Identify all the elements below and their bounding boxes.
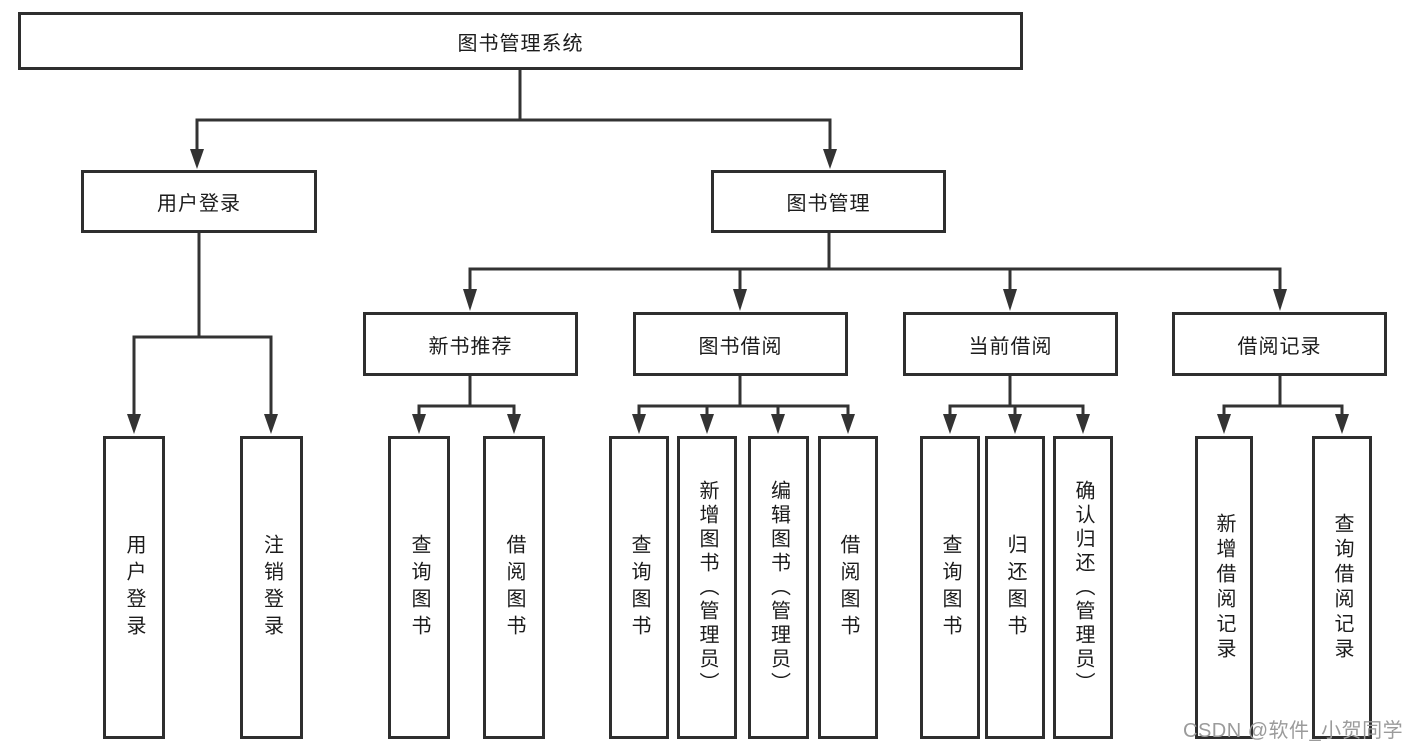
node-add-books-admin: 新增图书（管理员） [677,436,737,739]
node-query-books-3: 查询图书 [920,436,980,739]
node-query-books-2-label: 查询图书 [628,533,650,642]
node-leaf-logout-label: 注销登录 [260,533,283,642]
node-leaf-logout: 注销登录 [240,436,303,739]
node-current-borrowing: 当前借阅 [903,312,1118,376]
connector-current-borrowing-to-leaves [943,376,1090,434]
node-add-borrow-record: 新增借阅记录 [1195,436,1253,739]
node-add-borrow-record-label: 新增借阅记录 [1213,512,1235,663]
node-borrow-books-2-label: 借阅图书 [837,533,859,642]
node-query-books-2: 查询图书 [609,436,669,739]
node-confirm-return-admin: 确认归还（管理员） [1053,436,1113,739]
node-query-books-1-label: 查询图书 [408,533,430,642]
node-query-borrow-record-label: 查询借阅记录 [1331,512,1353,663]
node-edit-books-admin: 编辑图书（管理员） [748,436,809,739]
node-return-books-label: 归还图书 [1004,533,1026,642]
node-root-label: 图书管理系统 [457,32,584,55]
node-query-books-3-label: 查询图书 [939,533,961,642]
node-user-login-label: 用户登录 [157,193,241,215]
node-book-borrowing-label: 图书借阅 [698,335,783,358]
node-current-borrowing-label: 当前借阅 [968,335,1053,358]
node-book-management-label: 图书管理 [786,193,871,215]
node-borrow-books-1-label: 借阅图书 [503,533,525,642]
node-leaf-user-login: 用户登录 [103,436,165,739]
connector-root-to-level2 [190,68,837,169]
node-borrow-books-2: 借阅图书 [818,436,878,739]
connector-borrowing-records-to-leaves [1217,376,1349,434]
node-book-management: 图书管理 [711,170,946,233]
node-new-book-recommend: 新书推荐 [363,312,578,376]
node-book-borrowing: 图书借阅 [633,312,848,376]
node-query-books-1: 查询图书 [388,436,450,739]
node-leaf-user-login-label: 用户登录 [123,533,145,642]
node-borrow-books-1: 借阅图书 [483,436,545,739]
node-return-books: 归还图书 [985,436,1045,739]
node-edit-books-admin-label: 编辑图书（管理员） [767,479,790,696]
node-confirm-return-admin-label: 确认归还（管理员） [1072,479,1094,696]
node-borrowing-records: 借阅记录 [1172,312,1387,376]
node-query-borrow-record: 查询借阅记录 [1312,436,1372,739]
node-add-books-admin-label: 新增图书（管理员） [696,479,718,696]
node-borrowing-records-label: 借阅记录 [1237,335,1322,358]
connector-book-borrowing-to-leaves [632,376,855,434]
node-root: 图书管理系统 [18,12,1023,70]
connector-new-book-recommend-to-leaves [412,376,521,434]
node-user-login: 用户登录 [81,170,317,233]
connector-user-login-to-leaves [127,233,278,434]
watermark-text: CSDN @软件_小贺同学 [1183,720,1404,742]
node-new-book-recommend-label: 新书推荐 [428,335,513,358]
connector-book-management-to-level3 [463,233,1287,311]
